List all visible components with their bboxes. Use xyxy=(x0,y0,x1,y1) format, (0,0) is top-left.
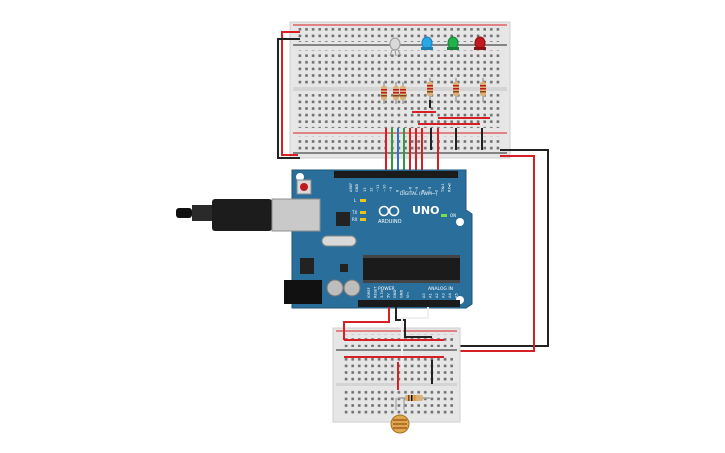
analog-pin-label-4: A4 xyxy=(448,293,452,298)
power-wires xyxy=(343,307,444,390)
top-board-jumpers xyxy=(412,100,490,150)
digital-pin-label-8: ~5 xyxy=(415,187,419,192)
digital-pin-label-7: ~6 xyxy=(409,186,413,192)
resistor-green-led[interactable] xyxy=(453,78,459,102)
digital-pin-label-12: TX▸1 xyxy=(441,183,445,193)
power-pin-label-1: RESET xyxy=(374,286,378,298)
digital-pin-label-4: ~9 xyxy=(389,186,393,192)
digital-pin-label-3: ~10 xyxy=(383,184,387,192)
analog-header-label: ANALOG IN xyxy=(428,286,453,292)
board-l-label: L xyxy=(354,198,357,203)
digital-pin-label-0: 13 xyxy=(363,187,367,192)
rgb-led[interactable] xyxy=(389,37,402,57)
resistor-rgb-2[interactable] xyxy=(393,82,399,104)
digital-pin-label-11: 2 xyxy=(435,190,439,192)
digital-pin-label-6: 7 xyxy=(402,190,406,192)
power-pin-label-3: 5V xyxy=(387,293,391,298)
digital-pin-label-1: 12 xyxy=(370,187,374,192)
arduino-uno-board[interactable] xyxy=(271,169,473,309)
resistor-rgb-1[interactable] xyxy=(381,82,387,104)
analog-pin-label-0: A0 xyxy=(422,293,426,298)
digital-pin-label-9: 4 xyxy=(422,189,426,192)
signal-wires xyxy=(385,128,439,176)
photoresistor-icon[interactable] xyxy=(390,398,410,434)
resistor-rgb-3[interactable] xyxy=(400,82,406,104)
board-rx-label: RX xyxy=(352,217,358,222)
resistor-blue-led[interactable] xyxy=(427,78,433,102)
analog-pin-label-5: A5 xyxy=(455,293,459,298)
board-tx-label: TX xyxy=(351,210,357,215)
rail-loop-left xyxy=(277,31,300,159)
photoresistor-pulldown-resistor[interactable] xyxy=(398,395,430,401)
gnd-label: GND xyxy=(355,184,359,192)
digital-header-label: DIGITAL (PWM~) xyxy=(400,191,438,197)
analog-pin-label-2: A2 xyxy=(435,293,439,298)
digital-pin-label-5: 8 xyxy=(396,189,400,192)
digital-pin-label-13: RX◂0 xyxy=(448,182,452,192)
red-led[interactable] xyxy=(474,36,486,50)
board-model-label: UNO xyxy=(412,204,440,217)
digital-pin-label-2: ~11 xyxy=(376,184,380,192)
board-on-label: ON xyxy=(450,213,456,218)
power-pin-label-5: GND xyxy=(400,290,404,298)
board-brand-label: ARDUINO xyxy=(378,219,402,225)
arduino-logo-icon xyxy=(378,205,400,217)
power-pin-label-0: IOREF xyxy=(367,287,371,298)
rail-loop-right xyxy=(446,149,549,352)
green-led[interactable] xyxy=(447,36,459,50)
power-pin-label-2: 3.3V xyxy=(380,289,384,298)
analog-pin-label-1: A1 xyxy=(429,293,433,298)
blue-led[interactable] xyxy=(421,36,433,50)
digital-pin-label-10: ~3 xyxy=(428,187,432,192)
power-pin-label-6: Vin xyxy=(406,292,410,298)
power-header-label: POWER xyxy=(378,286,395,292)
resistor-red-led[interactable] xyxy=(480,78,486,102)
analog-pin-label-3: A3 xyxy=(442,293,446,298)
power-pin-label-4: GND xyxy=(393,290,397,298)
aref-label: AREF xyxy=(349,183,353,192)
